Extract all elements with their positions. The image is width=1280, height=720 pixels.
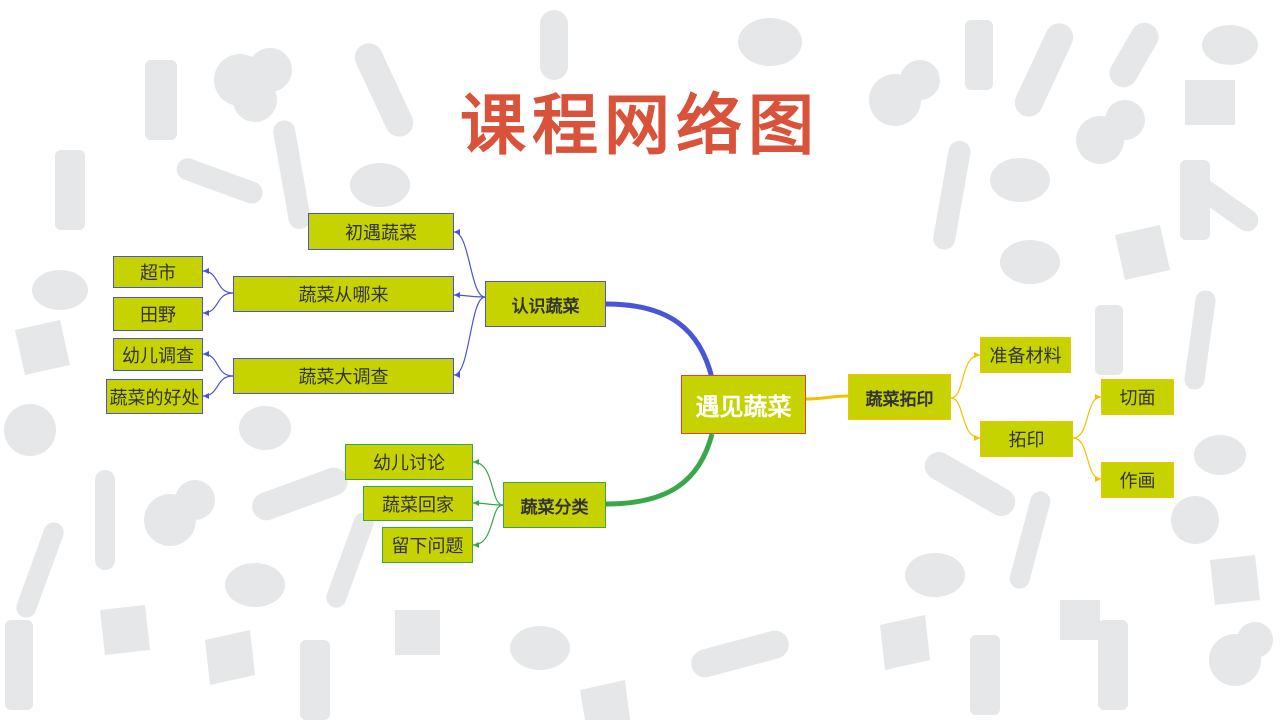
page-title: 课程网络图 [460, 87, 820, 164]
branch-node-recognize[interactable]: 认识蔬菜 [485, 281, 606, 327]
center-node[interactable]: 遇见蔬菜 [681, 375, 806, 434]
broccoli-icon [4, 48, 1273, 686]
node-leave-questions[interactable]: 留下问题 [382, 527, 473, 563]
cheese-icon [15, 80, 1260, 720]
node-survey[interactable]: 蔬菜大调查 [233, 358, 454, 394]
tomato-icon [32, 18, 1258, 670]
node-drawing[interactable]: 作画 [1101, 462, 1174, 498]
connector-center-print [805, 394, 849, 401]
node-field[interactable]: 田野 [113, 297, 203, 331]
bottle-icon [5, 20, 1210, 720]
node-discussion[interactable]: 幼儿讨论 [345, 444, 473, 480]
connector-center-recognize [605, 301, 715, 379]
node-vegetables-home[interactable]: 蔬菜回家 [363, 486, 473, 521]
connector-center-classify [605, 433, 715, 507]
node-first-meet[interactable]: 初遇蔬菜 [308, 213, 454, 250]
node-print[interactable]: 拓印 [980, 421, 1073, 457]
node-from-where[interactable]: 蔬菜从哪来 [233, 276, 454, 312]
node-supermarket[interactable]: 超市 [113, 256, 203, 288]
carrot-icon [16, 10, 1259, 678]
node-prepare-materials[interactable]: 准备材料 [980, 337, 1071, 373]
node-benefits[interactable]: 蔬菜的好处 [106, 379, 203, 414]
branch-node-print[interactable]: 蔬菜拓印 [848, 374, 951, 420]
node-cut-surface[interactable]: 切面 [1101, 379, 1174, 415]
branch-node-classify[interactable]: 蔬菜分类 [503, 482, 606, 528]
node-child-survey[interactable]: 幼儿调查 [113, 338, 203, 371]
